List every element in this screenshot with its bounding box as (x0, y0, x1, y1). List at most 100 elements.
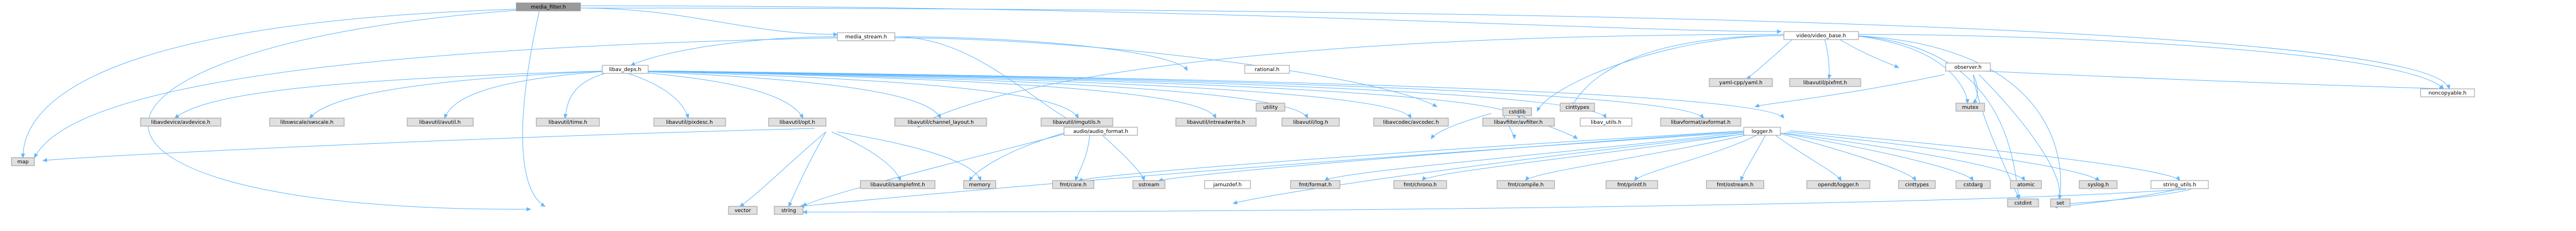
svg-text:memory: memory (969, 182, 991, 188)
svg-text:opendt/logger.h: opendt/logger.h (1818, 182, 1858, 188)
node-observer[interactable]: observer.h (1945, 62, 1991, 72)
svg-text:libavutil/time.h: libavutil/time.h (548, 120, 587, 126)
svg-text:set: set (2056, 201, 2064, 206)
node-video-base[interactable]: video/video_base.h (1783, 31, 1859, 40)
node-avdevice[interactable]: libavdevice/avdevice.h (140, 118, 221, 127)
svg-text:libavutil/channel_layout.h: libavutil/channel_layout.h (907, 120, 974, 126)
svg-text:cstdlib: cstdlib (1509, 109, 1526, 115)
node-fmt-ostream[interactable]: fmt/ostream.h (1706, 180, 1764, 189)
svg-text:libav_deps.h: libav_deps.h (609, 67, 641, 73)
svg-text:libavutil/pixdesc.h: libavutil/pixdesc.h (666, 120, 713, 126)
node-intreadwrite[interactable]: libavutil/intreadwrite.h (1175, 118, 1257, 127)
node-rational[interactable]: rational.h (1244, 65, 1290, 74)
node-avfilter[interactable]: libavfilter/avfilter.h (1482, 118, 1555, 127)
node-string[interactable]: string (774, 206, 804, 215)
node-sstream[interactable]: sstream (1132, 180, 1166, 189)
svg-text:syslog.h: syslog.h (2088, 182, 2109, 188)
node-syslog[interactable]: syslog.h (2079, 180, 2118, 189)
node-swscale[interactable]: libswscale/swscale.h (269, 118, 345, 127)
node-cstdlib[interactable]: cstdlib (1502, 107, 1532, 116)
node-fmt-format[interactable]: fmt/format.h (1290, 180, 1340, 189)
svg-text:fmt/format.h: fmt/format.h (1299, 182, 1331, 188)
svg-text:fmt/chrono.h: fmt/chrono.h (1404, 182, 1437, 188)
svg-text:libavutil/avutil.h: libavutil/avutil.h (419, 120, 461, 126)
node-fmt-core[interactable]: fmt/core.h (1052, 180, 1094, 189)
node-cstdint[interactable]: cstdint (2007, 198, 2039, 207)
node-cstdarg[interactable]: cstdarg (1955, 180, 1991, 189)
svg-text:libavutil/log.h: libavutil/log.h (1293, 120, 1328, 126)
node-avformat[interactable]: libavformat/avformat.h (1660, 118, 1741, 127)
svg-text:libavformat/avformat.h: libavformat/avformat.h (1671, 120, 1731, 126)
svg-text:video/video_base.h: video/video_base.h (1796, 33, 1846, 39)
svg-text:fmt/ostream.h: fmt/ostream.h (1717, 182, 1753, 188)
node-memory[interactable]: memory (963, 180, 996, 189)
node-map[interactable]: map (11, 157, 35, 166)
node-fmt-compile[interactable]: fmt/compile.h (1497, 180, 1555, 189)
node-atomic[interactable]: atomic (2010, 180, 2042, 189)
svg-text:libavcodec/avcodec.h: libavcodec/avcodec.h (1383, 120, 1439, 126)
graph-nodes: media_filter.h media_stream.h video/vide… (11, 2, 2475, 215)
svg-text:media_stream.h: media_stream.h (845, 34, 887, 40)
node-vector[interactable]: vector (728, 206, 758, 215)
node-media-filter[interactable]: media_filter.h (516, 2, 581, 11)
node-logger[interactable]: logger.h (1743, 127, 1781, 136)
svg-text:yaml-cpp/yaml.h: yaml-cpp/yaml.h (1719, 80, 1762, 86)
svg-text:fmt/printf.h: fmt/printf.h (1618, 182, 1647, 188)
svg-text:rational.h: rational.h (1254, 67, 1279, 73)
svg-text:map: map (17, 159, 29, 165)
svg-text:string_utils.h: string_utils.h (2163, 182, 2196, 188)
svg-text:libavutil/pixfmt.h: libavutil/pixfmt.h (1803, 80, 1847, 86)
node-cinttypes[interactable]: cinttypes (1898, 180, 1936, 189)
node-pixfmt[interactable]: libavutil/pixfmt.h (1789, 78, 1861, 87)
svg-text:fmt/core.h: fmt/core.h (1060, 182, 1087, 188)
svg-text:observer.h: observer.h (1954, 65, 1981, 71)
svg-text:string: string (781, 208, 796, 214)
svg-text:atomic: atomic (2017, 182, 2035, 188)
node-set[interactable]: set (2050, 198, 2071, 207)
svg-text:mutex: mutex (1962, 105, 1979, 111)
svg-text:utility: utility (1263, 105, 1278, 111)
node-noncopyable[interactable]: noncopyable.h (2420, 88, 2475, 97)
node-fmt-printf[interactable]: fmt/printf.h (1605, 180, 1658, 189)
node-cinttypes-a[interactable]: cinttypes (1560, 103, 1595, 112)
svg-text:libswscale/swscale.h: libswscale/swscale.h (280, 120, 334, 126)
dependency-edges (23, 5, 2449, 212)
svg-text:libavutil/samplefmt.h: libavutil/samplefmt.h (870, 182, 925, 188)
svg-text:cinttypes: cinttypes (1565, 105, 1589, 111)
node-avcodec[interactable]: libavcodec/avcodec.h (1373, 118, 1449, 127)
node-media-stream[interactable]: media_stream.h (837, 32, 895, 41)
node-avutil[interactable]: libavutil/avutil.h (407, 118, 474, 127)
svg-text:noncopyable.h: noncopyable.h (2429, 91, 2466, 96)
node-channel-layout[interactable]: libavutil/channel_layout.h (894, 118, 987, 127)
svg-text:libavdevice/avdevice.h: libavdevice/avdevice.h (151, 120, 210, 126)
node-opt[interactable]: libavutil/opt.h (768, 118, 827, 127)
node-jamuzdef[interactable]: jamuzdef.h (1204, 180, 1251, 189)
svg-text:cinttypes: cinttypes (1905, 182, 1929, 188)
svg-text:jamuzdef.h: jamuzdef.h (1213, 182, 1242, 188)
svg-text:audio/audio_format.h: audio/audio_format.h (1073, 129, 1128, 135)
svg-text:vector: vector (735, 208, 751, 214)
node-samplefmt[interactable]: libavutil/samplefmt.h (860, 180, 936, 189)
node-pixdesc[interactable]: libavutil/pixdesc.h (653, 118, 726, 127)
node-time[interactable]: libavutil/time.h (536, 118, 600, 127)
svg-text:fmt/compile.h: fmt/compile.h (1508, 182, 1544, 188)
node-utility[interactable]: utility (1256, 103, 1285, 112)
node-libav-utils[interactable]: libav_utils.h (1580, 118, 1632, 127)
svg-text:libavutil/opt.h: libavutil/opt.h (780, 120, 815, 126)
node-libav-deps[interactable]: libav_deps.h (602, 65, 649, 74)
node-audio-format[interactable]: audio/audio_format.h (1063, 127, 1138, 136)
svg-text:cstdarg: cstdarg (1963, 182, 1983, 188)
node-string-utils[interactable]: string_utils.h (2150, 180, 2209, 189)
node-fmt-chrono[interactable]: fmt/chrono.h (1393, 180, 1447, 189)
svg-text:libavutil/imgutils.h: libavutil/imgutils.h (1053, 120, 1100, 126)
svg-text:libavutil/intreadwrite.h: libavutil/intreadwrite.h (1187, 120, 1245, 126)
svg-text:media_filter.h: media_filter.h (531, 5, 566, 10)
node-log[interactable]: libavutil/log.h (1281, 118, 1340, 127)
svg-text:libavfilter/avfilter.h: libavfilter/avfilter.h (1494, 120, 1542, 126)
node-opendt-logger[interactable]: opendt/logger.h (1806, 180, 1870, 189)
node-mutex[interactable]: mutex (1955, 103, 1985, 112)
node-yaml[interactable]: yaml-cpp/yaml.h (1709, 78, 1773, 87)
svg-text:logger.h: logger.h (1752, 129, 1772, 135)
node-imgutils[interactable]: libavutil/imgutils.h (1040, 118, 1113, 127)
